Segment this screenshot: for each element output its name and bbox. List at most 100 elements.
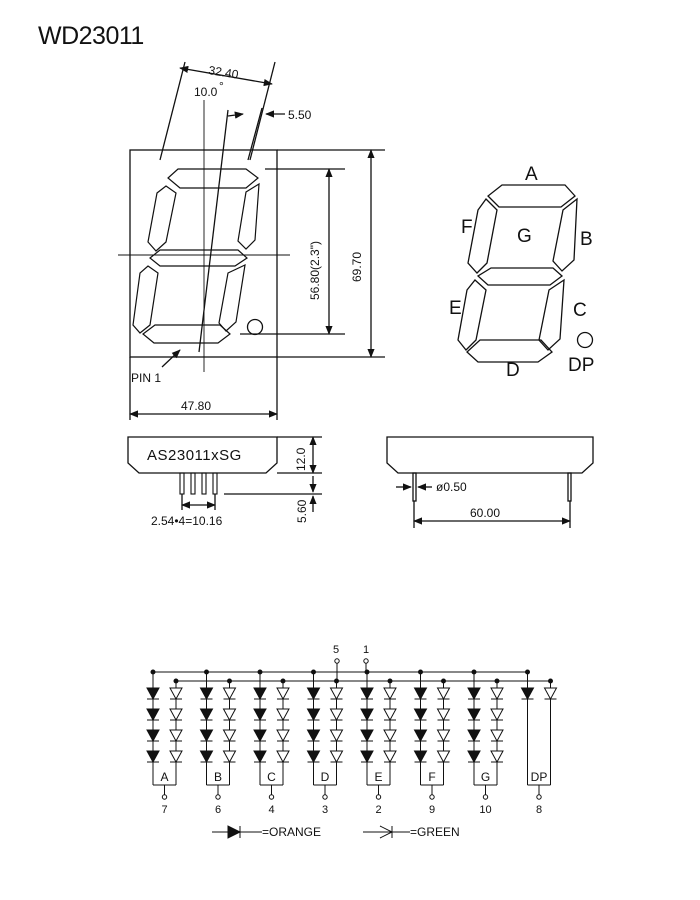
map-segment-d (466, 339, 553, 363)
dim-body-width: 47.80 (181, 399, 211, 413)
led-green-f-2 (436, 708, 451, 722)
part-number: AS23011xSG (147, 447, 242, 464)
led-orange-e-1 (360, 687, 374, 701)
led-orange-d-1 (306, 687, 321, 701)
front-segment-f (147, 185, 177, 252)
led-green-b-1 (222, 687, 237, 701)
segment-map (457, 184, 594, 363)
dim-pin-length: 5.60 (295, 499, 309, 523)
segment-label-g: G (481, 770, 490, 784)
front-view (118, 61, 385, 420)
led-green-e-3 (383, 729, 397, 743)
led-orange-c-1 (253, 687, 267, 701)
led-orange-g-2 (467, 708, 481, 722)
map-segment-c (538, 278, 565, 351)
common-pin-5-label: 5 (333, 644, 339, 656)
dim-side-height: 12.0 (294, 447, 308, 471)
pin-number-f: 9 (429, 804, 435, 816)
front-segment-e (132, 265, 159, 334)
slant-axis (198, 109, 229, 353)
dim-arrow-5-50-left (227, 111, 244, 119)
map-label-f: F (461, 217, 473, 238)
legend-green-label: =GREEN (410, 825, 460, 839)
segment-label-e: E (374, 770, 382, 784)
led-green-d-4 (329, 750, 344, 764)
led-orange-f-3 (413, 729, 428, 743)
legend-orange-diode-icon (227, 825, 242, 839)
map-label-a: A (525, 164, 538, 185)
segment-label-f: F (428, 770, 435, 784)
front-segment-b (237, 182, 260, 250)
side-view (127, 436, 322, 512)
led-orange-f-4 (413, 750, 428, 764)
map-segment-b (552, 197, 578, 272)
led-orange-g-4 (467, 750, 481, 764)
front-segment-g (149, 249, 248, 267)
led-green-b-4 (222, 750, 237, 764)
pin-terminal-c (268, 794, 275, 800)
led-orange-d-2 (306, 708, 321, 722)
led-green-f-3 (436, 729, 451, 743)
led-orange-b-2 (199, 708, 214, 722)
side-view-labels: AS23011xSG 12.0 5.60 2.54•4=10.16 (147, 447, 309, 528)
segment-map-labels: A B C D E F G DP (449, 164, 594, 381)
segment-label-d: D (321, 770, 330, 784)
led-orange-a-4 (146, 750, 160, 764)
segment-label-dp: DP (531, 770, 548, 784)
map-segment-f (467, 198, 498, 274)
led-green-b-3 (222, 729, 237, 743)
end-view-labels: ø0.50 60.00 (436, 480, 500, 520)
pin-number-a: 7 (161, 804, 167, 816)
dim-body-height: 69.70 (350, 252, 364, 282)
dim-angle-degree: ° (219, 79, 224, 93)
led-green-d-3 (329, 729, 344, 743)
led-orange-b-1 (199, 687, 214, 701)
map-segment-g (476, 267, 564, 286)
front-view-labels: 32.40 10.0 ° 5.50 56.80(2.3") 69.70 47.8… (131, 63, 364, 413)
front-segment-a (167, 168, 259, 189)
led-orange-f-2 (413, 708, 428, 722)
led-orange-b-3 (199, 729, 214, 743)
led-orange-a-1 (146, 687, 160, 701)
pin-number-g: 10 (479, 804, 491, 816)
front-digit-segments (132, 168, 260, 344)
led-green-a-3 (169, 729, 183, 743)
led-green-b-2 (222, 708, 237, 722)
pin-terminal-d (322, 794, 328, 800)
led-green-g-1 (490, 687, 504, 701)
map-dp-dot (576, 331, 594, 349)
dim-digit-height: 56.80(2.3") (308, 241, 322, 300)
ext-line-dp (247, 107, 263, 161)
led-green-f-4 (436, 750, 451, 764)
led-orange-e-2 (360, 708, 374, 722)
map-label-b: B (580, 229, 593, 250)
dim-angle: 10.0 (194, 85, 218, 99)
led-orange-dp-1 (520, 687, 535, 701)
led-orange-a-2 (146, 708, 160, 722)
side-pin-2 (190, 472, 196, 495)
map-label-c: C (573, 300, 587, 321)
led-green-e-2 (383, 708, 397, 722)
pin-number-dp: 8 (536, 804, 542, 816)
segment-label-b: B (214, 770, 222, 784)
led-green-c-3 (276, 729, 290, 743)
map-label-g: G (517, 226, 532, 247)
common-pin-1-label: 1 (363, 644, 369, 656)
led-green-d-2 (329, 708, 344, 722)
side-pin-1 (179, 472, 185, 495)
led-green-f-1 (436, 687, 451, 701)
end-pin-right (567, 472, 572, 502)
led-orange-b-4 (199, 750, 214, 764)
ext-line-left (159, 61, 186, 161)
common-pin-1-terminal (363, 658, 369, 664)
led-green-g-4 (490, 750, 504, 764)
end-pin-left (412, 472, 417, 502)
led-green-e-4 (383, 750, 397, 764)
pin1-label: PIN 1 (131, 371, 161, 385)
led-orange-c-4 (253, 750, 267, 764)
side-pins (179, 472, 218, 495)
dim-segment-offset: 5.50 (288, 108, 312, 122)
pin-number-e: 2 (375, 804, 381, 816)
